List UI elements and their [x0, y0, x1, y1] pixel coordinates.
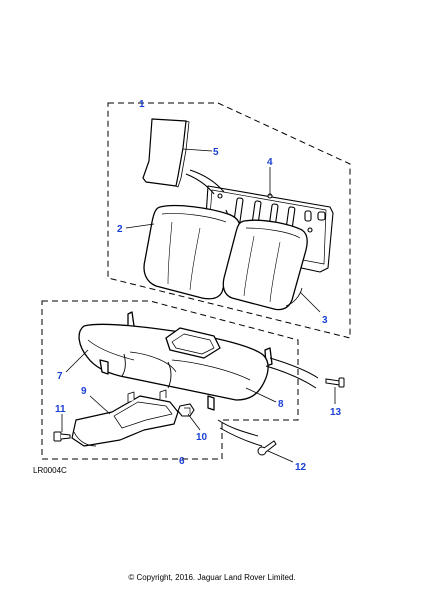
backrest-group-boundary	[107, 102, 351, 339]
clip-part	[177, 403, 195, 417]
leader-lines	[61, 148, 336, 463]
callout-3: 3	[322, 315, 328, 326]
callout-9: 9	[81, 386, 87, 397]
backrest-cushion-right-part	[222, 219, 308, 311]
backrest-panel-part	[142, 118, 190, 188]
screw-part	[53, 431, 71, 442]
callout-7: 7	[57, 371, 63, 382]
callout-10: 10	[196, 432, 208, 443]
callout-11: 11	[55, 404, 66, 415]
callout-13: 13	[330, 407, 342, 418]
callout-4: 4	[267, 157, 273, 168]
cushion-group-boundary	[41, 300, 299, 460]
bolt-part-13	[325, 377, 345, 388]
bolt-part	[257, 440, 277, 456]
callout-5: 5	[213, 147, 219, 158]
cushion-bracket-part	[71, 389, 179, 447]
callout-1: 1	[139, 99, 145, 110]
callout-6: 6	[179, 456, 185, 467]
callout-12: 12	[295, 462, 307, 473]
copyright-notice: © Copyright, 2016. Jaguar Land Rover Lim…	[128, 573, 296, 582]
callout-labels: 1 5 4 2 3 7 9 8 11 13 10 6 12	[55, 99, 342, 473]
diagram-reference-code: LR0004C	[33, 466, 67, 475]
callout-8: 8	[278, 399, 284, 410]
seat-cushion-part	[78, 311, 319, 447]
backrest-cushion-left-part	[143, 204, 241, 300]
callout-2: 2	[117, 224, 123, 235]
